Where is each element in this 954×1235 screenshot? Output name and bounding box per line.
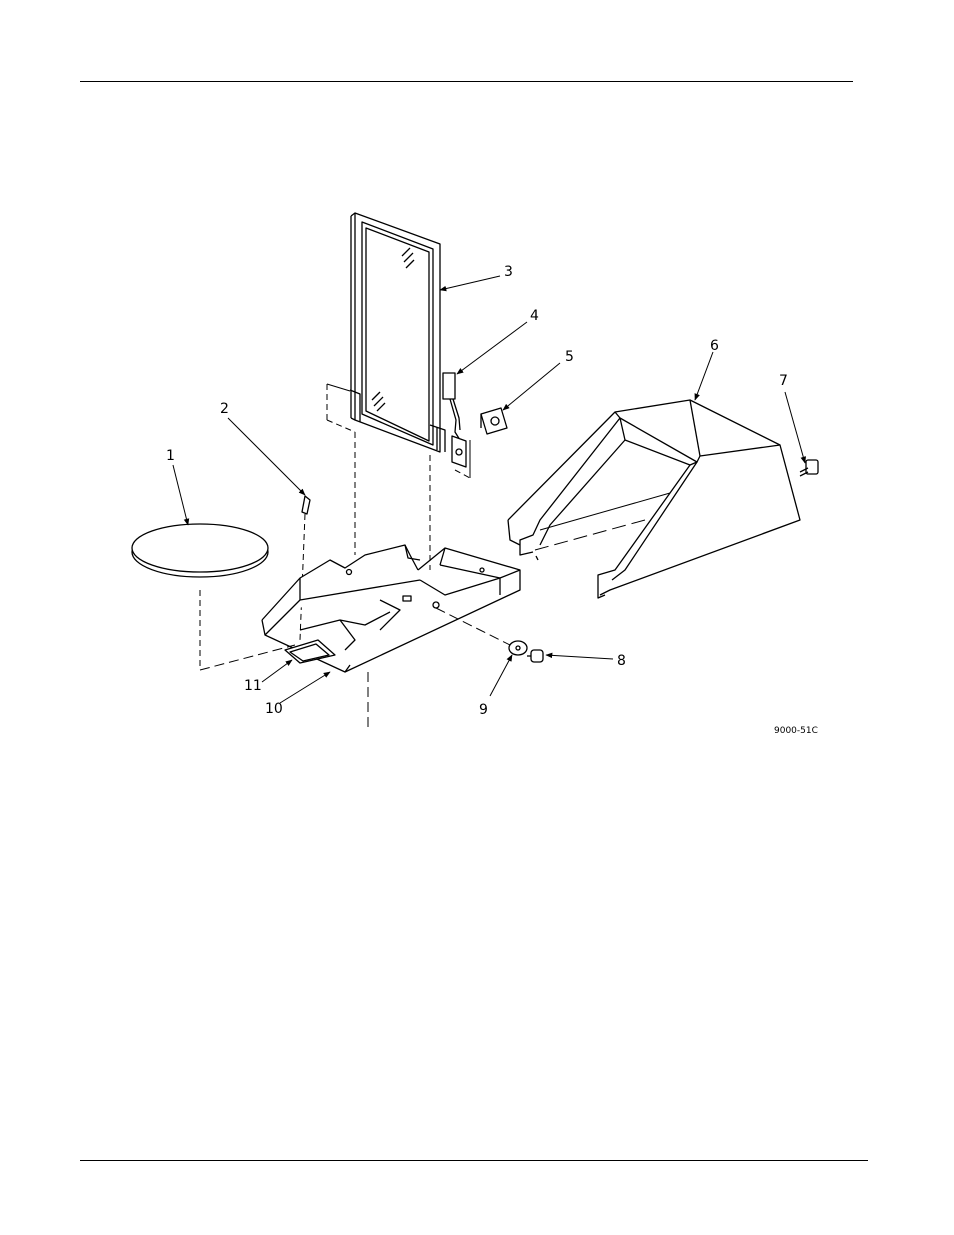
callout-11: 11 — [244, 678, 262, 694]
callout-5: 5 — [565, 349, 574, 365]
callout-9: 9 — [479, 702, 488, 718]
drawing-number: 9000-51C — [774, 726, 818, 736]
callout-2: 2 — [220, 401, 229, 417]
callout-3: 3 — [504, 264, 513, 280]
pin-part — [300, 496, 310, 640]
callout-6: 6 — [710, 338, 719, 354]
callout-4: 4 — [530, 308, 539, 324]
bolt-part — [527, 650, 543, 662]
glass-panel-part — [350, 213, 445, 452]
callout-8: 8 — [617, 653, 626, 669]
callout-1: 1 — [166, 448, 175, 464]
screw-part — [800, 460, 818, 476]
disc-part — [132, 524, 295, 670]
plate-part — [285, 640, 335, 663]
clip-part — [481, 408, 507, 434]
bracket-part — [443, 373, 466, 467]
washer-part — [509, 641, 527, 655]
cover-part — [508, 400, 800, 598]
callout-10: 10 — [265, 701, 283, 717]
callout-7: 7 — [779, 373, 788, 389]
